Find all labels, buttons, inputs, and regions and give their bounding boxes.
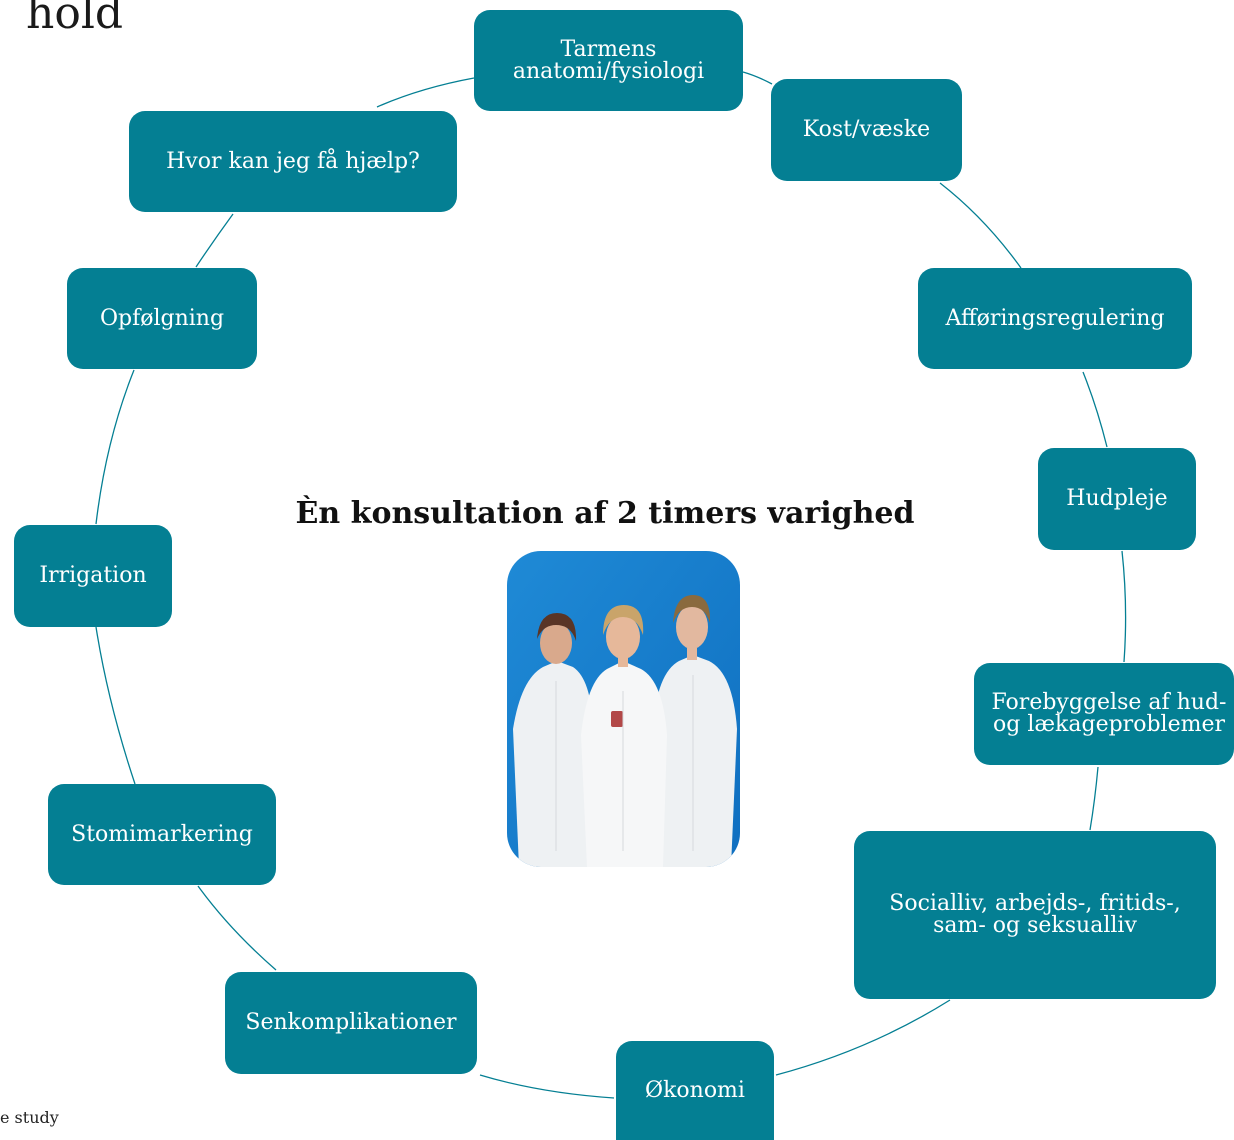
connector-line (775, 999, 951, 1076)
connector-line (1082, 371, 1108, 448)
node-hvor-kan-jeg-fa-hjaelp: Hvor kan jeg få hjælp? (129, 111, 457, 212)
footnote-fragment: e study (0, 1108, 59, 1127)
connector-line (939, 182, 1022, 269)
connector-line (479, 1074, 615, 1099)
node-senkomplikationer: Senkomplikationer (225, 972, 477, 1074)
connector-line (376, 77, 475, 108)
node-socialliv: Socialliv, arbejds-, fritids-, sam- og s… (854, 831, 1216, 999)
center-heading: Èn konsultation af 2 timers varighed (295, 496, 915, 531)
connector-line (1121, 550, 1127, 663)
connector-line (95, 369, 135, 525)
connector-line (95, 626, 136, 785)
connector-line (1089, 766, 1099, 831)
node-tarmens-anatomi: Tarmens anatomi/fysiologi (474, 10, 743, 111)
connector-line (197, 885, 277, 971)
connector-line (742, 71, 773, 85)
page-title-fragment: hold (26, 0, 124, 39)
node-stomimarkering: Stomimarkering (48, 784, 276, 885)
node-irrigation: Irrigation (14, 525, 172, 627)
node-afforingsregulering: Afføringsregulering (918, 268, 1192, 369)
nurses-photo (507, 551, 740, 867)
connector-line (195, 213, 234, 268)
node-kost-vaeske: Kost/væske (771, 79, 962, 181)
node-hudpleje: Hudpleje (1038, 448, 1196, 550)
node-forebyggelse: Forebyggelse af hud- og lækageproblemer (974, 663, 1234, 765)
node-okonomi: Økonomi (616, 1041, 774, 1140)
node-opfolgning: Opfølgning (67, 268, 257, 369)
nurses-illustration (507, 551, 740, 867)
